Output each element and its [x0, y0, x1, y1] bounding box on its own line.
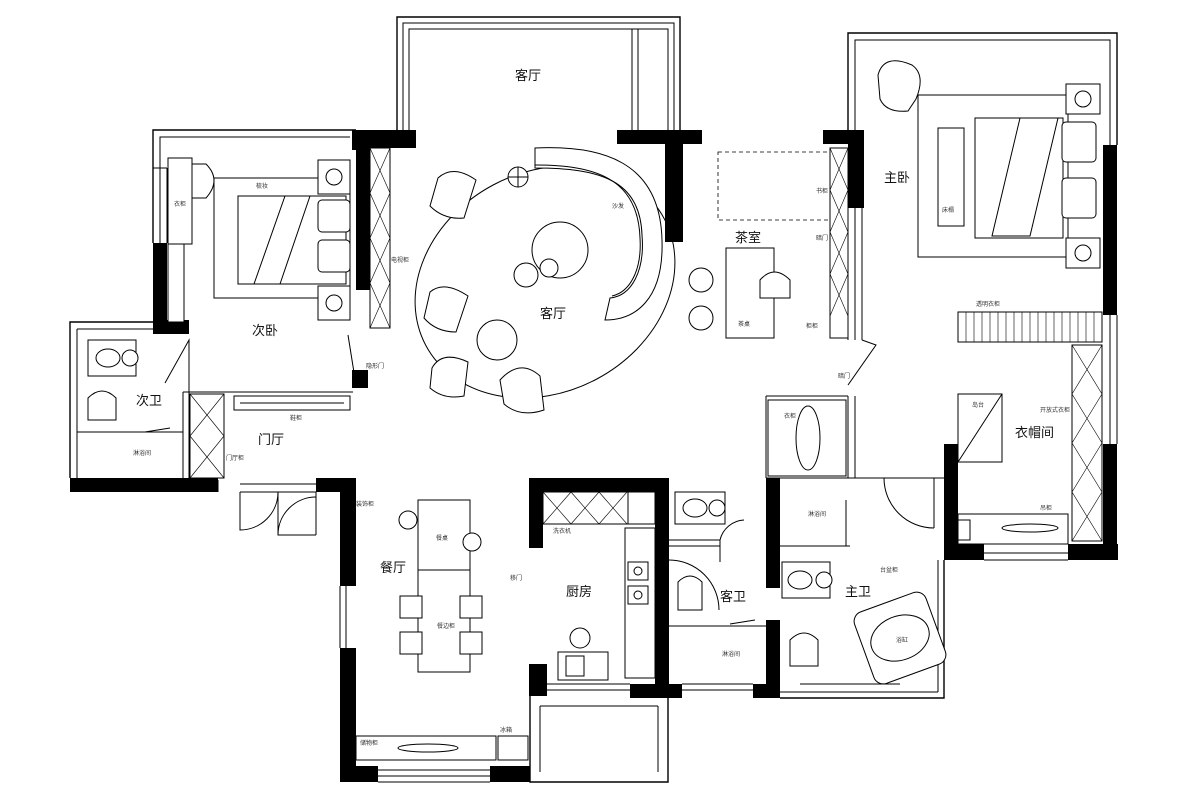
master-bedroom-furniture: [877, 60, 1103, 545]
note-shelf-cabinet: 透明衣柜: [976, 300, 1000, 308]
room-label-kitchen: 厨房: [566, 584, 592, 600]
note-bathtub: 浴缸: [896, 636, 908, 644]
note-bay-cabinet: 储物柜: [360, 739, 378, 747]
foyer-furniture: [189, 393, 351, 479]
note-side-cabinet: 餐边柜: [437, 622, 455, 630]
room-label-closet-room: 衣帽间: [1015, 425, 1054, 441]
second-bath-fixtures: [77, 339, 183, 433]
room-label-master-bath: 主卫: [845, 585, 871, 600]
note-shower-guest: 淋浴间: [722, 650, 740, 658]
note-hidden-door-2: 暗门: [838, 372, 850, 380]
note-sofa: 沙发: [612, 202, 624, 210]
room-labels: 客厅 客厅 茶室 主卧 次卧 次卫 门厅 衣帽间 餐厅 厨房 客卫 主卫: [136, 68, 1054, 605]
second-bedroom-furniture: [167, 147, 391, 329]
note-tea-cabinet: 柜柜: [806, 322, 818, 330]
room-label-dining: 餐厅: [380, 560, 406, 576]
room-label-tea-room: 茶室: [735, 230, 761, 246]
note-entry-cabinet: 门厅柜: [226, 454, 244, 462]
note-washer: 洗衣机: [553, 527, 571, 535]
room-label-foyer: 门厅: [258, 433, 284, 448]
note-island: 岛台: [972, 401, 984, 409]
note-hidden-door: 暗门: [816, 234, 828, 242]
note-shower-master: 淋浴间: [808, 510, 826, 518]
guest-bath-fixtures: [669, 491, 766, 627]
furniture-notes: 衣柜 电视柜 隐形门 鞋柜 门厅柜 沙发 书柜 暗门 茶桌 柜柜 暗门 床榻 透…: [133, 182, 1070, 747]
note-hanging: 吊柜: [1040, 504, 1052, 512]
note-fridge: 冰箱: [500, 726, 512, 734]
living-furniture: [414, 147, 676, 414]
note-bookshelf: 书柜: [816, 187, 828, 195]
note-dresser: 梳妆: [256, 182, 268, 190]
note-kitchen-door: 移门: [510, 574, 522, 582]
note-storage-cabinet: 装饰柜: [356, 500, 374, 508]
room-label-living-top: 客厅: [515, 68, 541, 84]
kitchen-furniture: [542, 491, 656, 681]
note-open-wardrobe: 开放式衣柜: [1040, 406, 1070, 414]
note-closet-cabinet: 衣柜: [784, 412, 796, 420]
room-label-living: 客厅: [540, 306, 566, 322]
note-sliding-door: 隐形门: [366, 362, 384, 370]
room-label-master-bedroom: 主卧: [884, 171, 910, 186]
note-shoe-cabinet: 鞋柜: [290, 414, 302, 422]
note-wardrobe: 衣柜: [174, 200, 186, 208]
doors: [164, 334, 935, 611]
note-bed-end: 床榻: [942, 206, 954, 214]
walls: [70, 130, 1118, 782]
room-label-second-bedroom: 次卧: [252, 323, 278, 339]
tea-room-furniture: [688, 147, 849, 339]
room-label-second-bath: 次卫: [136, 393, 162, 409]
dining-furniture: [355, 499, 529, 761]
note-bath-shower: 淋浴间: [133, 449, 151, 457]
note-tv-cabinet: 电视柜: [391, 256, 409, 264]
master-bath-fixtures: [767, 399, 947, 685]
note-dining-table: 餐桌: [436, 534, 448, 542]
note-tea-table: 茶桌: [738, 320, 750, 328]
note-basin-cabinet: 台盆柜: [880, 566, 898, 574]
room-label-guest-bath: 客卫: [720, 589, 746, 605]
